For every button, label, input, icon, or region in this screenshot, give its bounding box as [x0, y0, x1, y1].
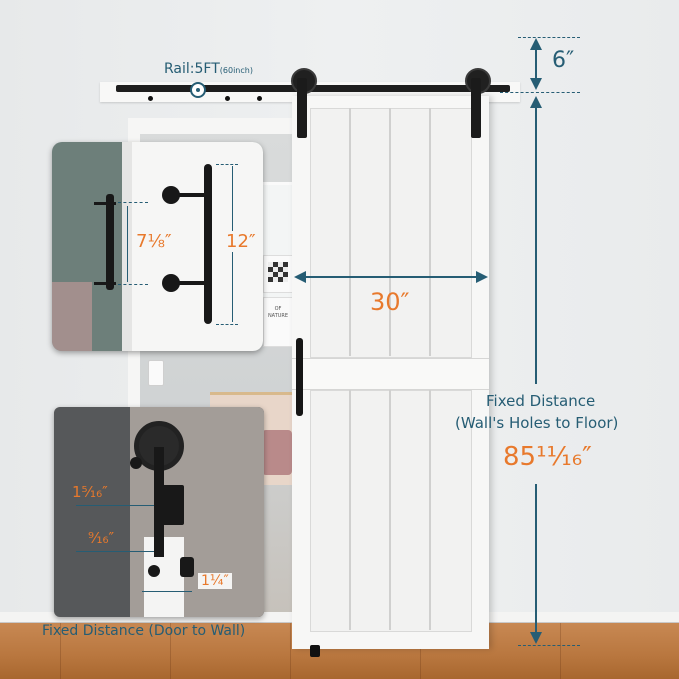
door-handle	[296, 338, 303, 416]
wall-art-nature: OF NATURE	[263, 297, 293, 347]
handle-mount-disc	[162, 274, 180, 292]
handle-mount-disc	[162, 186, 180, 204]
rail-bolt	[257, 96, 262, 101]
handle-short-label: 7⅛″	[134, 231, 174, 252]
arrow-left-icon	[294, 271, 306, 283]
door-upper-panel	[310, 108, 472, 358]
rail-bolt	[225, 96, 230, 101]
door-mid-rail	[292, 358, 489, 390]
arrow-down-icon	[530, 78, 542, 90]
offset-1-label: 1⁵⁄₁₆″	[72, 483, 108, 501]
door-to-wall-caption: Fixed Distance (Door to Wall)	[42, 623, 246, 639]
dimension-line-6	[535, 48, 537, 84]
hanger-detail-inset: 1⁵⁄₁₆″ ⁹⁄₁₆″ 1¼″	[54, 407, 264, 617]
arrow-down-icon	[530, 632, 542, 644]
wall-art-text: OF NATURE	[267, 306, 289, 319]
handle-long-label: 12″	[224, 231, 258, 252]
dimension-line-height-lower	[535, 484, 537, 632]
fixed-distance-title: Fixed Distance	[486, 392, 596, 410]
dimension-guide-rail	[500, 92, 580, 93]
dimension-guide-top	[518, 37, 580, 38]
dimension-guide-floor	[518, 645, 580, 646]
light-switch	[148, 360, 164, 386]
rail-length-text: Rail:5FT	[164, 61, 220, 77]
handle-detail-inset: 7⅛″ 12″	[52, 142, 263, 351]
door-hanger-strap	[297, 78, 307, 138]
floor-guide	[180, 557, 194, 577]
spacer-block	[154, 485, 184, 525]
dimension-line-handle-short	[127, 206, 128, 282]
dimension-30-label: 30″	[370, 288, 410, 316]
offset-2-label: ⁹⁄₁₆″	[88, 529, 115, 547]
rail-label: Rail:5FT(60inch)	[164, 61, 253, 77]
arrow-up-icon	[530, 96, 542, 108]
wall-art-geometric	[263, 255, 293, 293]
bed-pillow	[262, 430, 292, 475]
arrow-up-icon	[530, 38, 542, 50]
offset-3-label: 1¼″	[198, 573, 232, 589]
door-hanger-strap	[471, 78, 481, 138]
dimension-line-width	[304, 276, 478, 278]
fixed-distance-value: 85¹¹⁄₁₆″	[503, 442, 592, 472]
barn-door	[292, 96, 489, 649]
handle-front-bar	[204, 164, 212, 324]
dimension-6-label: 6″	[552, 48, 575, 73]
handle-side-bar	[106, 194, 114, 290]
rail-bolt	[148, 96, 153, 101]
door-lower-panel	[310, 390, 472, 632]
fixed-distance-subtitle: (Wall's Holes to Floor)	[455, 414, 619, 432]
rail-length-sub: (60inch)	[219, 66, 253, 75]
dimension-line-height-upper	[535, 106, 537, 384]
floor-guide	[310, 645, 320, 657]
rail-marker-icon	[190, 82, 206, 98]
arrow-right-icon	[476, 271, 488, 283]
